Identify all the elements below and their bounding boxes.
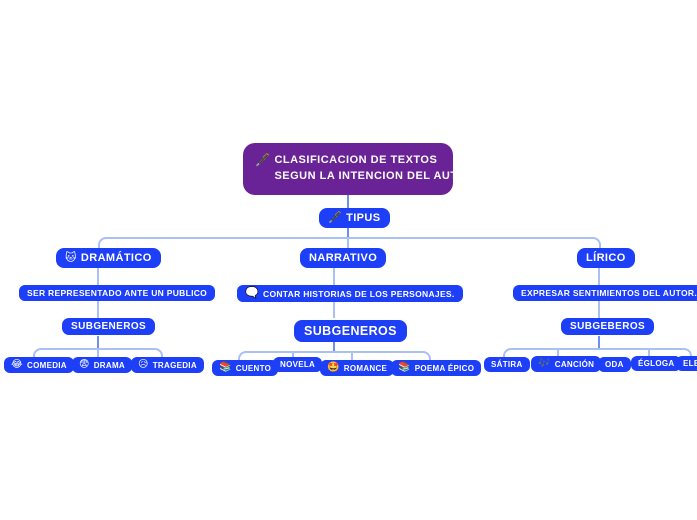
musical-notes-icon: 🎶 bbox=[538, 358, 551, 369]
leaf-egloga[interactable]: ÉGLOGA bbox=[631, 356, 682, 371]
leaf-elegia[interactable]: ELE bbox=[676, 356, 697, 371]
node-dramatico-subgeneros-label: SUBGENEROS bbox=[71, 321, 147, 332]
node-dramatico[interactable]: 🐱 DRAMÁTICO bbox=[56, 248, 161, 268]
node-lirico-subgeberos[interactable]: SUBGEBEROS bbox=[561, 318, 655, 335]
connector-lirico-leafbus bbox=[598, 336, 600, 348]
node-lirico-description[interactable]: EXPRESAR SENTIMIENTOS DEL AUTOR. bbox=[513, 285, 697, 301]
root-line-1: CLASIFICACION DE TEXTOS bbox=[274, 154, 438, 166]
node-narrativo-label: NARRATIVO bbox=[309, 252, 378, 264]
connector-bus-right bbox=[347, 237, 601, 251]
pen-icon: 🖋️ bbox=[255, 153, 271, 167]
connector-narrativo-leafbus-left bbox=[238, 351, 335, 362]
connector-lirico-sub bbox=[598, 300, 600, 318]
connector-dramatico-leafbus bbox=[97, 336, 99, 348]
connector-lirico-leaf-b bbox=[648, 348, 650, 358]
leaf-egloga-label: ÉGLOGA bbox=[638, 359, 675, 368]
laughing-face-icon: 😂 bbox=[11, 359, 23, 370]
root-node[interactable]: 🖋️ CLASIFICACION DE TEXTOS SEGUN LA INTE… bbox=[243, 143, 474, 195]
node-dramatico-description[interactable]: SER REPRESENTADO ANTE UN PUBLICO bbox=[19, 285, 216, 301]
node-narrativo-description-label: CONTAR HISTORIAS DE LOS PERSONAJES. bbox=[263, 288, 455, 299]
node-narrativo-subgeneros-label: SUBGENEROS bbox=[304, 324, 397, 338]
connector-narrativo-desc bbox=[333, 266, 335, 285]
connector-narrativo-sub bbox=[333, 300, 335, 318]
leaf-novela[interactable]: NOVELA bbox=[273, 357, 323, 372]
node-narrativo-subgeneros[interactable]: SUBGENEROS bbox=[294, 320, 407, 342]
connector-lirico-leaf-a bbox=[557, 348, 559, 358]
connector-bus-left bbox=[98, 237, 350, 251]
connector-narrativo-leaf-b bbox=[351, 351, 353, 360]
books-icon: 📚 bbox=[398, 362, 411, 373]
leaf-tragedia-label: TRAGEDIA bbox=[152, 360, 197, 370]
node-dramatico-label: DRAMÁTICO bbox=[80, 252, 152, 264]
node-lirico[interactable]: LÍRICO bbox=[577, 248, 635, 268]
pen-icon: 🖋️ bbox=[328, 211, 343, 224]
node-tipus-label: TIPUS bbox=[346, 212, 381, 224]
leaf-cancion-label: CANCIÓN bbox=[554, 359, 595, 369]
connector-narrativo-leafbus bbox=[333, 341, 335, 351]
leaf-comedia[interactable]: 😂 COMEDIA bbox=[4, 357, 74, 373]
leaf-cuento[interactable]: 📚 CUENTO bbox=[212, 360, 279, 376]
node-dramatico-description-label: SER REPRESENTADO ANTE UN PUBLICO bbox=[27, 288, 208, 298]
leaf-comedia-label: COMEDIA bbox=[27, 360, 67, 370]
leaf-novela-label: NOVELA bbox=[280, 360, 316, 369]
leaf-poema-epico[interactable]: 📚 POEMA ÉPICO bbox=[391, 360, 482, 376]
root-line-2: SEGUN LA INTENCION DEL AUTOR bbox=[274, 169, 475, 182]
connector-dramatico-sub bbox=[97, 300, 99, 318]
node-lirico-subgeberos-label: SUBGEBEROS bbox=[570, 321, 646, 332]
connector-lirico-leafbus-left bbox=[503, 348, 600, 360]
cat-face-icon: 🐱 bbox=[65, 251, 77, 264]
connector-lirico-desc bbox=[598, 266, 600, 285]
leaf-drama-label: DRAMA bbox=[93, 360, 126, 370]
star-struck-icon: 🤩 bbox=[327, 362, 340, 373]
leaf-cuento-label: CUENTO bbox=[235, 363, 272, 373]
leaf-oda[interactable]: ODA bbox=[598, 357, 631, 372]
connector-dramatico-leaf-mid bbox=[97, 348, 99, 358]
speech-balloon-icon: 🗨️ bbox=[245, 287, 259, 299]
leaf-romance-label: ROMANCE bbox=[343, 363, 388, 373]
node-narrativo-description[interactable]: 🗨️ CONTAR HISTORIAS DE LOS PERSONAJES. bbox=[237, 285, 463, 302]
leaf-poema-epico-label: POEMA ÉPICO bbox=[414, 363, 475, 373]
connector-narrativo-leaf-a bbox=[292, 351, 294, 360]
leaf-romance[interactable]: 🤩 ROMANCE bbox=[320, 360, 395, 376]
node-lirico-label: LÍRICO bbox=[586, 252, 626, 264]
sad-face-icon: 😥 bbox=[138, 359, 149, 370]
leaf-elegia-label: ELE bbox=[683, 359, 697, 368]
connector-dramatico-desc bbox=[97, 266, 99, 285]
leaf-oda-label: ODA bbox=[605, 360, 624, 369]
fearful-face-icon: 😨 bbox=[79, 359, 90, 370]
connector-lirico-leafbus-right bbox=[598, 348, 692, 360]
connector-narrativo-leafbus-right bbox=[333, 351, 431, 362]
connector-dramatico-leafbus-right bbox=[97, 348, 163, 360]
node-lirico-description-label: EXPRESAR SENTIMIENTOS DEL AUTOR. bbox=[521, 288, 697, 298]
books-icon: 📚 bbox=[219, 362, 232, 373]
root-node-text: CLASIFICACION DE TEXTOS SEGUN LA INTENCI… bbox=[274, 153, 474, 185]
node-narrativo[interactable]: NARRATIVO bbox=[300, 248, 387, 268]
node-tipus[interactable]: 🖋️ TIPUS bbox=[319, 208, 390, 228]
connector-dramatico-leafbus-left bbox=[33, 348, 99, 360]
leaf-tragedia[interactable]: 😥 TRAGEDIA bbox=[131, 357, 204, 373]
leaf-drama[interactable]: 😨 DRAMA bbox=[72, 357, 133, 373]
node-dramatico-subgeneros[interactable]: SUBGENEROS bbox=[62, 318, 156, 335]
leaf-satira[interactable]: SÁTIRA bbox=[484, 357, 530, 372]
leaf-satira-label: SÁTIRA bbox=[491, 360, 523, 369]
leaf-cancion[interactable]: 🎶 CANCIÓN bbox=[531, 356, 602, 372]
connector-bus-center bbox=[347, 237, 349, 249]
connector-tipus-bus bbox=[347, 228, 349, 237]
